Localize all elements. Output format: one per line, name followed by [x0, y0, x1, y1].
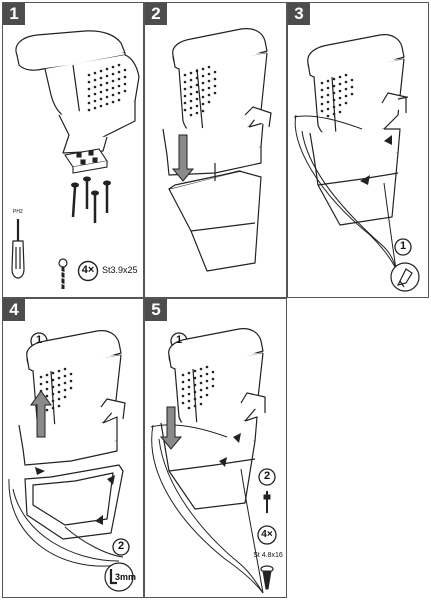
substep-circle: [258, 468, 276, 486]
cable-lines: [293, 114, 397, 270]
step-number: 1: [3, 3, 25, 25]
substep-circle: [394, 238, 412, 256]
ventilation-dots: [320, 73, 354, 118]
ventilation-dots: [87, 63, 127, 112]
quantity-circle: [77, 260, 99, 282]
step-1-panel: 1: [2, 2, 144, 298]
step-2-panel: 2: [144, 2, 287, 298]
screw-spec-label: St3.9x25: [102, 265, 138, 275]
step-4-illustration: [8, 330, 134, 592]
step-4-panel: 4: [2, 298, 144, 598]
step-2-illustration: [162, 28, 272, 272]
substep-number: 2: [117, 540, 125, 552]
step-number: 5: [145, 299, 167, 321]
screw-icon: [58, 258, 68, 289]
step-number: 2: [145, 3, 167, 25]
hex-key-size-label: 3mm: [115, 572, 137, 582]
screw-icon: [71, 176, 111, 223]
armrest-illustration: [18, 330, 126, 540]
step-3-illustration: [293, 34, 420, 292]
step-1-illustration: [11, 30, 140, 289]
quantity-label: 4×: [81, 264, 95, 276]
substep-number: 2: [263, 470, 271, 482]
step-number: 4: [3, 299, 25, 321]
armrest-illustration: [160, 328, 266, 510]
step-5-illustration: [150, 328, 277, 594]
quantity-label: 4×: [261, 529, 273, 540]
substep-number: 1: [35, 334, 43, 346]
arrow-marker: [219, 433, 241, 467]
armrest-illustration: [15, 30, 140, 154]
arrow-down-icon: [171, 134, 195, 182]
screw-spec-label: St 4.8x16: [253, 552, 283, 559]
empty-cell: [287, 298, 429, 598]
screwdriver-icon: [263, 491, 271, 513]
arrow-marker: [35, 467, 115, 525]
step-number: 3: [288, 3, 310, 25]
screwdriver-tip-label: PH2: [13, 209, 23, 215]
cable-lines: [8, 478, 124, 567]
cable-lines: [150, 424, 264, 594]
substep-number: 1: [399, 240, 407, 252]
screwdriver-icon: [11, 219, 25, 279]
arrow-down-icon: [159, 406, 183, 450]
armrest-illustration: [307, 34, 409, 226]
ventilation-dots: [183, 65, 217, 117]
arrow-up-icon: [30, 390, 52, 438]
step-5-panel: 5: [144, 298, 287, 598]
arrow-marker: [360, 135, 392, 185]
substep-circle: [112, 538, 130, 556]
quantity-circle: [257, 525, 277, 545]
ventilation-dots: [181, 365, 215, 410]
armrest-illustration: [162, 28, 272, 272]
mounting-plate: [64, 148, 108, 174]
substep-number: 1: [175, 334, 183, 346]
step-3-panel: 3: [287, 2, 429, 298]
screw-icon: [260, 565, 274, 590]
